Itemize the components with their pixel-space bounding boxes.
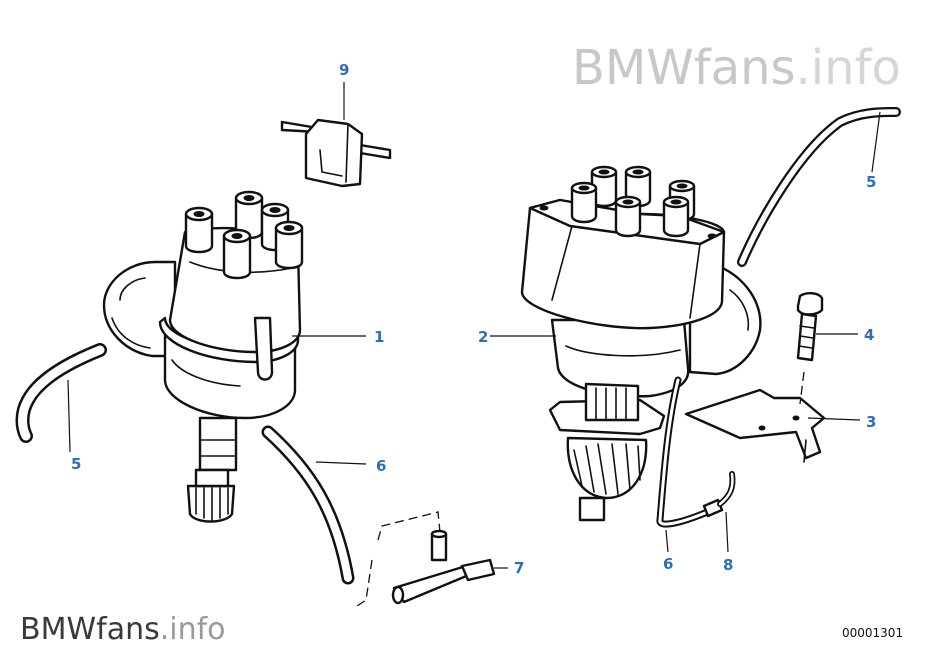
t-connector-part-7 <box>353 511 496 609</box>
left-cap-towers <box>184 190 304 280</box>
callout-6-right: 6 <box>663 555 673 573</box>
callout-6-left: 6 <box>376 457 386 475</box>
bolt-part-4 <box>796 292 824 362</box>
distributor-right-part-2 <box>520 165 762 522</box>
watermark-bottom: BMWfans.info <box>20 612 226 647</box>
watermark-top: BMWfans.info <box>572 40 901 96</box>
callout-9: 9 <box>339 61 349 79</box>
vacuum-hose-left-part-6 <box>261 425 355 585</box>
leader-lines <box>67 82 881 569</box>
diagram-code: 00001301 <box>842 626 904 640</box>
vacuum-hose-right-part-5 <box>737 107 901 267</box>
bracket-plate-part-3 <box>684 388 826 463</box>
callout-8: 8 <box>723 556 733 574</box>
callout-7: 7 <box>514 559 524 577</box>
callout-1: 1 <box>374 328 384 346</box>
connector-part-8 <box>702 471 736 518</box>
watermark-top-brand: BMWfans <box>572 40 796 96</box>
callout-5-right: 5 <box>866 173 876 191</box>
vacuum-hose-right-part-6 <box>656 376 716 528</box>
watermark-bottom-domain: .info <box>159 612 226 647</box>
callout-3: 3 <box>866 413 876 431</box>
callout-2: 2 <box>478 328 488 346</box>
watermark-bottom-brand: BMWfans <box>20 612 160 647</box>
watermark-top-domain: .info <box>795 40 901 96</box>
right-cap-towers <box>570 165 696 238</box>
callout-4: 4 <box>864 326 874 344</box>
callout-labels: 9 1 5 6 7 2 5 4 3 6 8 <box>71 61 876 577</box>
bolt-alignment-line <box>799 371 805 405</box>
vacuum-hose-left-part-5 <box>15 343 107 443</box>
bracket-part-9 <box>280 118 392 188</box>
callout-5-left: 5 <box>71 455 81 473</box>
distributor-left-part-1 <box>102 190 304 523</box>
